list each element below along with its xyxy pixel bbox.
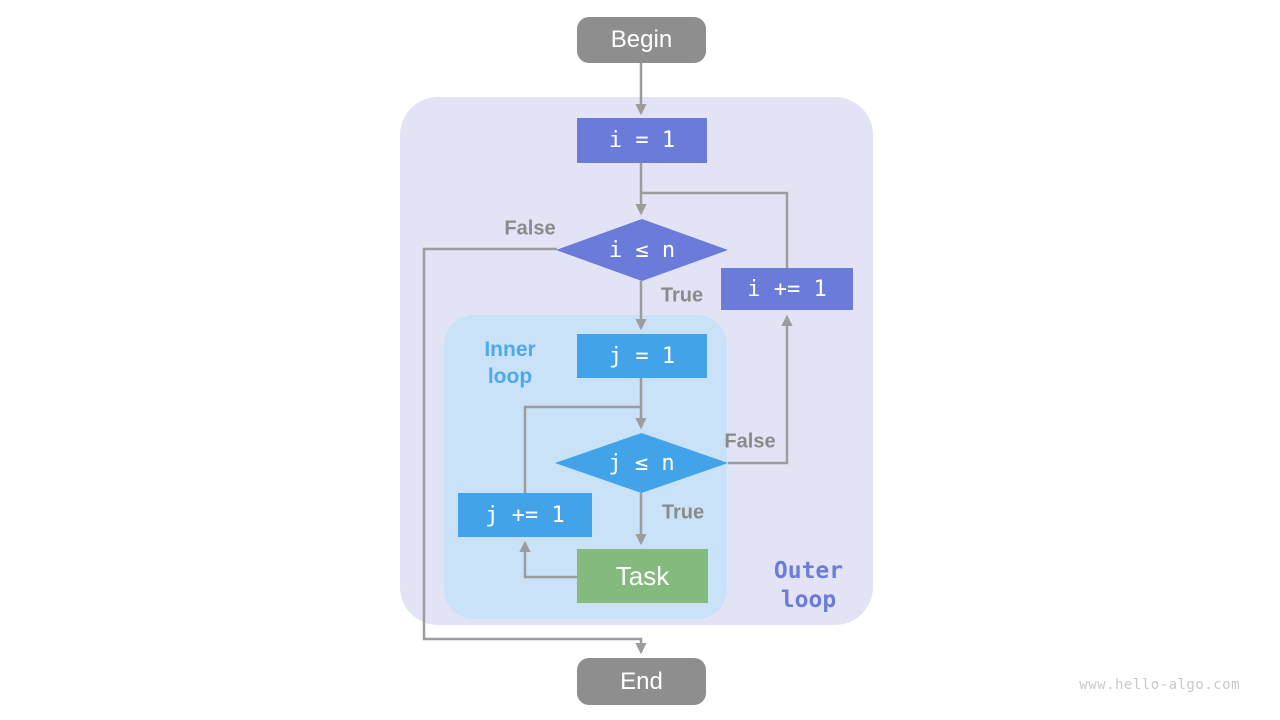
end-node: End — [577, 658, 706, 705]
inner-true-label: True — [661, 501, 705, 524]
incr-i-node: i += 1 — [721, 268, 853, 310]
outer-false-label: False — [504, 217, 556, 240]
outer-true-label: True — [660, 284, 704, 307]
watermark-text: www.hello-algo.com — [1079, 677, 1240, 693]
init-i-node: i = 1 — [577, 118, 707, 163]
outer-loop-label: Outer loop — [773, 558, 844, 613]
inner-false-label: False — [724, 430, 776, 453]
task-node: Task — [577, 549, 708, 603]
incr-j-node: j += 1 — [458, 493, 592, 537]
begin-node: Begin — [577, 17, 706, 63]
inner-loop-label: Inner loop — [484, 338, 536, 388]
init-j-node: j = 1 — [577, 334, 707, 378]
